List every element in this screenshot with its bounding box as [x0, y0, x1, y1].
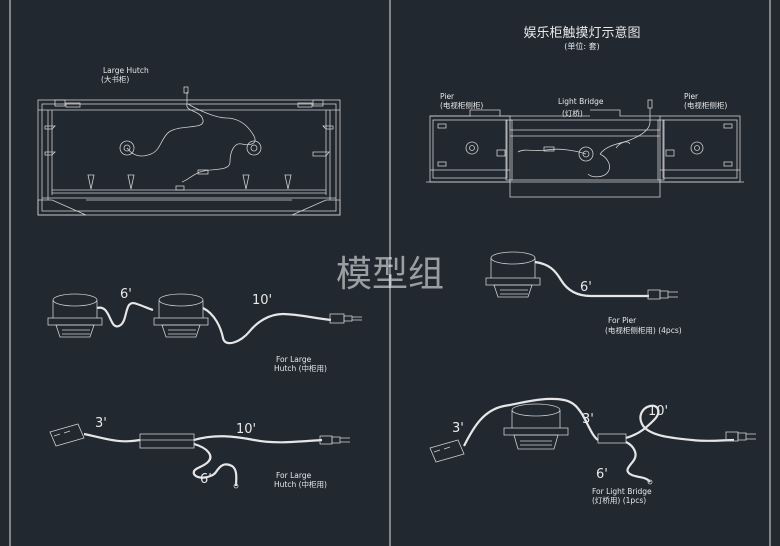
large-hutch-elevation: [37, 86, 341, 216]
bridge-label-cn: (灯桥): [562, 108, 583, 118]
kit2-cord-length-a: 3': [95, 416, 107, 431]
kit2-cord-length-c: 6': [200, 472, 212, 487]
light-bridge-kit: [429, 397, 756, 485]
kit2-caption-2: Hutch (中柜用): [274, 479, 327, 489]
kit1-caption-1: For Large: [276, 355, 312, 364]
drawing-title: 娱乐柜触摸灯示意图: [523, 25, 640, 41]
kit1-cord-length-b: 10': [252, 293, 272, 308]
kit2-cord-length-b: 10': [236, 422, 256, 437]
pier-light-kit: [485, 251, 678, 300]
entertainment-center-elevation: [426, 99, 744, 198]
bridge-label: Light Bridge: [558, 97, 604, 106]
kit4-cord-length-d: 6': [596, 467, 608, 482]
kit4-caption-1: For Light Bridge: [592, 487, 652, 496]
pier-right-label: Pier: [684, 92, 699, 101]
pier-left-label-cn: (电视柜侧柜): [440, 100, 483, 110]
drawing-subtitle: (单位: 套): [564, 41, 599, 51]
hutch-transformer-kit: [49, 423, 350, 489]
kit1-caption-2: Hutch (中柜用): [274, 363, 327, 373]
hutch-label-cn: (大书柜): [101, 74, 129, 84]
kit4-cord-length-b: 3': [582, 412, 594, 427]
watermark-text: 模型组: [336, 254, 444, 295]
kit4-caption-2: (灯桥用) (1pcs): [592, 495, 646, 505]
kit3-caption-2: (电视柜侧柜用) (4pcs): [605, 325, 682, 335]
kit1-cord-length-a: 6': [120, 287, 132, 302]
kit3-caption-1: For Pier: [608, 316, 637, 325]
pier-right-label-cn: (电视柜侧柜): [684, 100, 727, 110]
kit2-caption-1: For Large: [276, 471, 312, 480]
kit3-cord-length-a: 6': [580, 280, 592, 295]
hutch-label: Large Hutch: [103, 66, 149, 75]
hutch-light-kit-2-pucks: [47, 293, 362, 345]
kit4-cord-length-a: 3': [452, 421, 464, 436]
pier-left-label: Pier: [440, 92, 455, 101]
kit4-cord-length-c: 10': [648, 404, 668, 419]
